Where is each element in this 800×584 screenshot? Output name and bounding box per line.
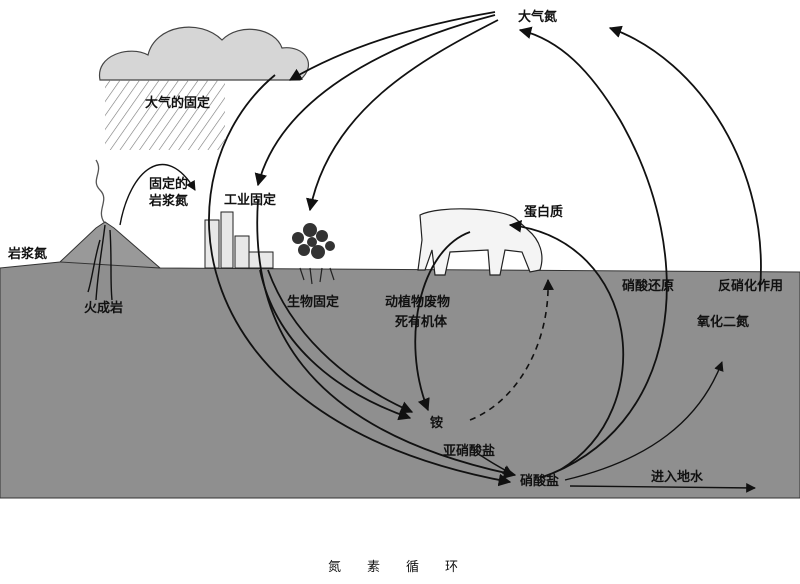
- arrow-waste-to-ammonium: [414, 231, 471, 412]
- arrow-nitrate-reduction: [518, 26, 668, 479]
- label-groundwater: 进入地水: [651, 469, 704, 485]
- volcano-smoke: [95, 159, 105, 223]
- rain: [105, 80, 225, 150]
- label-atmospheric-nitrogen: 大气氮: [518, 9, 557, 25]
- label-protein: 蛋白质: [524, 204, 563, 220]
- label-nitrite: 亚硝酸盐: [443, 443, 495, 459]
- label-denitrification: 反硝化作用: [718, 278, 783, 294]
- arrow-groundwater: [569, 483, 756, 493]
- arrow-industrial-to-ammonium: [259, 269, 412, 421]
- arrow-nitrite: [479, 454, 513, 475]
- factory: [204, 211, 274, 269]
- igneous-veins: [87, 224, 113, 301]
- label-atmospheric-fixation: 大气的固定: [145, 95, 210, 111]
- arrow-biological-to-ammonium: [267, 269, 414, 414]
- label-fixed-magma-2: 岩浆氮: [148, 193, 188, 209]
- arrow-industrial-to-nitrate: [256, 199, 517, 479]
- label-nitrate-reduction: 硝酸还原: [622, 278, 674, 294]
- figure-caption: 氮素循环: [328, 560, 484, 575]
- arrow-atm-to-biological: [306, 19, 499, 212]
- label-ammonium: 铵: [430, 415, 443, 431]
- arrow-nitrate-to-protein: [508, 220, 625, 471]
- arrow-to-nitrous-oxide: [564, 361, 724, 481]
- cloud: [99, 26, 310, 81]
- label-waste-2: 死有机体: [395, 314, 448, 330]
- arrow-atm-to-atm-fixation: [288, 11, 496, 81]
- label-fixed-magma-1: 固定的: [149, 176, 188, 192]
- arrow-fixed-magma: [119, 163, 196, 226]
- arrow-ammonium-to-protein: [469, 278, 554, 421]
- label-igneous-rock: 火成岩: [84, 300, 123, 316]
- arrow-atm-to-industrial: [254, 14, 496, 187]
- label-nitrate: 硝酸盐: [520, 473, 559, 489]
- label-biological-fixation: 生物固定: [287, 294, 339, 310]
- arrow-denitrification: [608, 25, 762, 291]
- plant: [292, 223, 335, 285]
- label-industrial-fixation: 工业固定: [224, 192, 276, 208]
- label-waste-1: 动植物废物: [385, 294, 450, 310]
- label-nitrous-oxide: 氧化二氮: [696, 314, 749, 330]
- label-magma-nitrogen: 岩浆氮: [7, 246, 47, 262]
- arrow-atm-fixation-to-nitrate: [208, 74, 512, 487]
